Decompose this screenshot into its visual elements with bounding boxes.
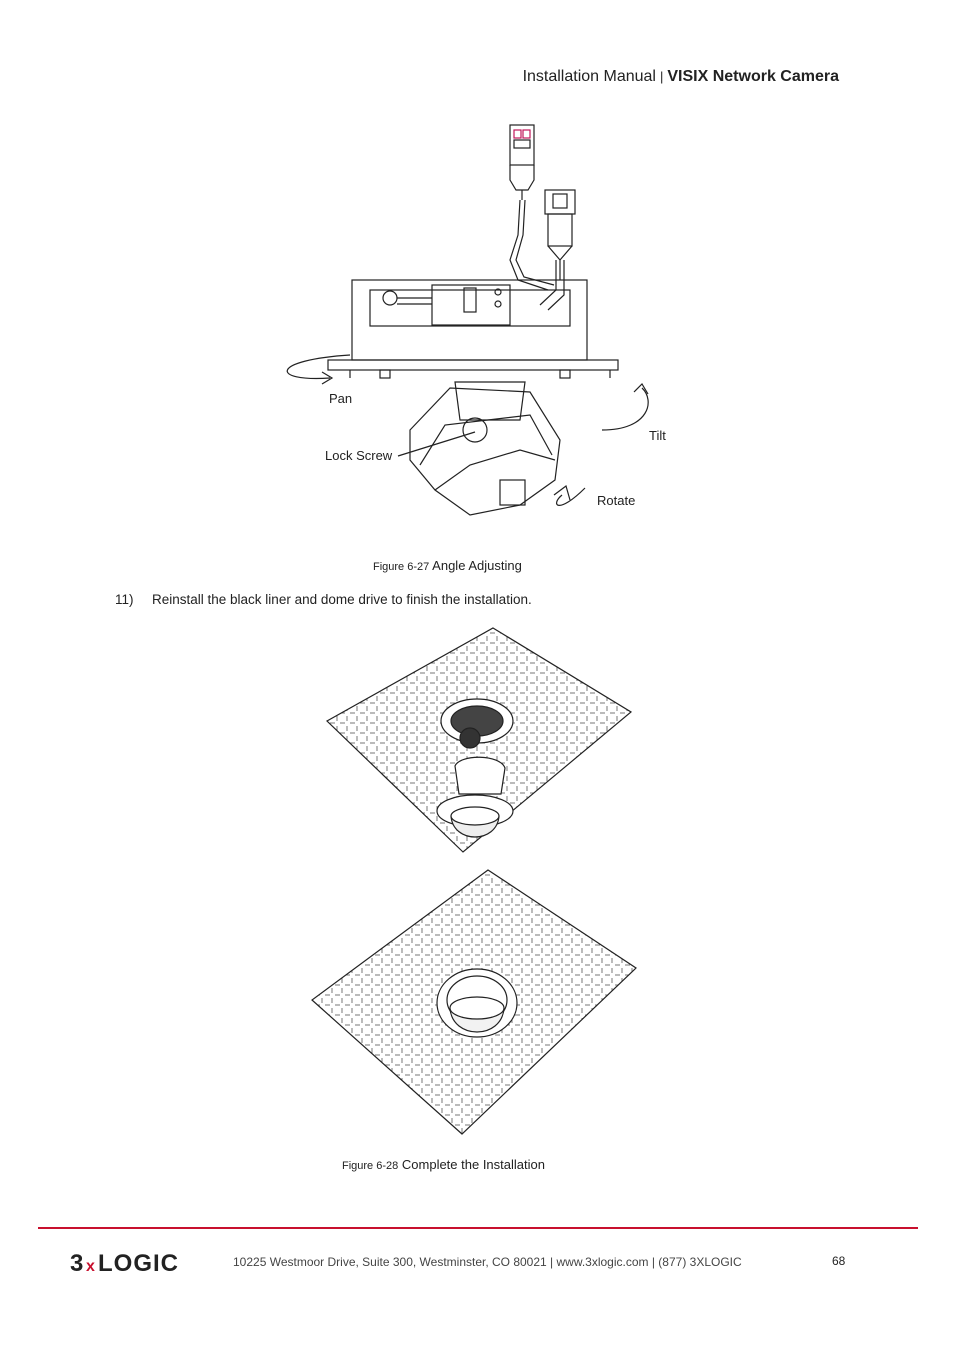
tilt-label: Tilt bbox=[649, 428, 666, 443]
figure-6-28-caption: Figure 6-28 Complete the Installation bbox=[342, 1157, 545, 1172]
angle-adjusting-figure: Pan Tilt Lock Screw Rotate bbox=[286, 124, 666, 516]
svg-text:x: x bbox=[86, 1258, 95, 1275]
page-header: Installation Manual|VISIX Network Camera bbox=[523, 68, 839, 86]
manual-title: Installation Manual bbox=[522, 68, 656, 85]
footer-divider bbox=[38, 1227, 918, 1229]
footer-address: 10225 Westmoor Drive, Suite 300, Westmin… bbox=[233, 1255, 742, 1269]
svg-text:LOGIC: LOGIC bbox=[98, 1250, 179, 1277]
caption-number: Figure 6-27 bbox=[373, 561, 430, 573]
dome-reinstall-illustration bbox=[326, 627, 633, 853]
pan-label: Pan bbox=[329, 391, 352, 406]
step-text: Reinstall the black liner and dome drive… bbox=[152, 592, 532, 607]
caption-number: Figure 6-28 bbox=[342, 1160, 399, 1172]
header-separator: | bbox=[659, 69, 664, 84]
step-number: 11) bbox=[115, 592, 134, 607]
rotate-label: Rotate bbox=[597, 493, 635, 508]
svg-text:3: 3 bbox=[70, 1250, 83, 1277]
3xlogic-logo: 3 x LOGIC bbox=[70, 1250, 179, 1277]
dome-installed-illustration bbox=[311, 869, 637, 1135]
step-11: 11) Reinstall the black liner and dome dr… bbox=[115, 592, 532, 607]
page-number: 68 bbox=[832, 1254, 846, 1268]
product-title: VISIX Network Camera bbox=[667, 68, 839, 85]
caption-text: Angle Adjusting bbox=[432, 558, 522, 573]
lock-screw-label: Lock Screw bbox=[325, 448, 393, 463]
figure-6-27-caption: Figure 6-27 Angle Adjusting bbox=[373, 558, 522, 573]
caption-text: Complete the Installation bbox=[401, 1157, 545, 1172]
